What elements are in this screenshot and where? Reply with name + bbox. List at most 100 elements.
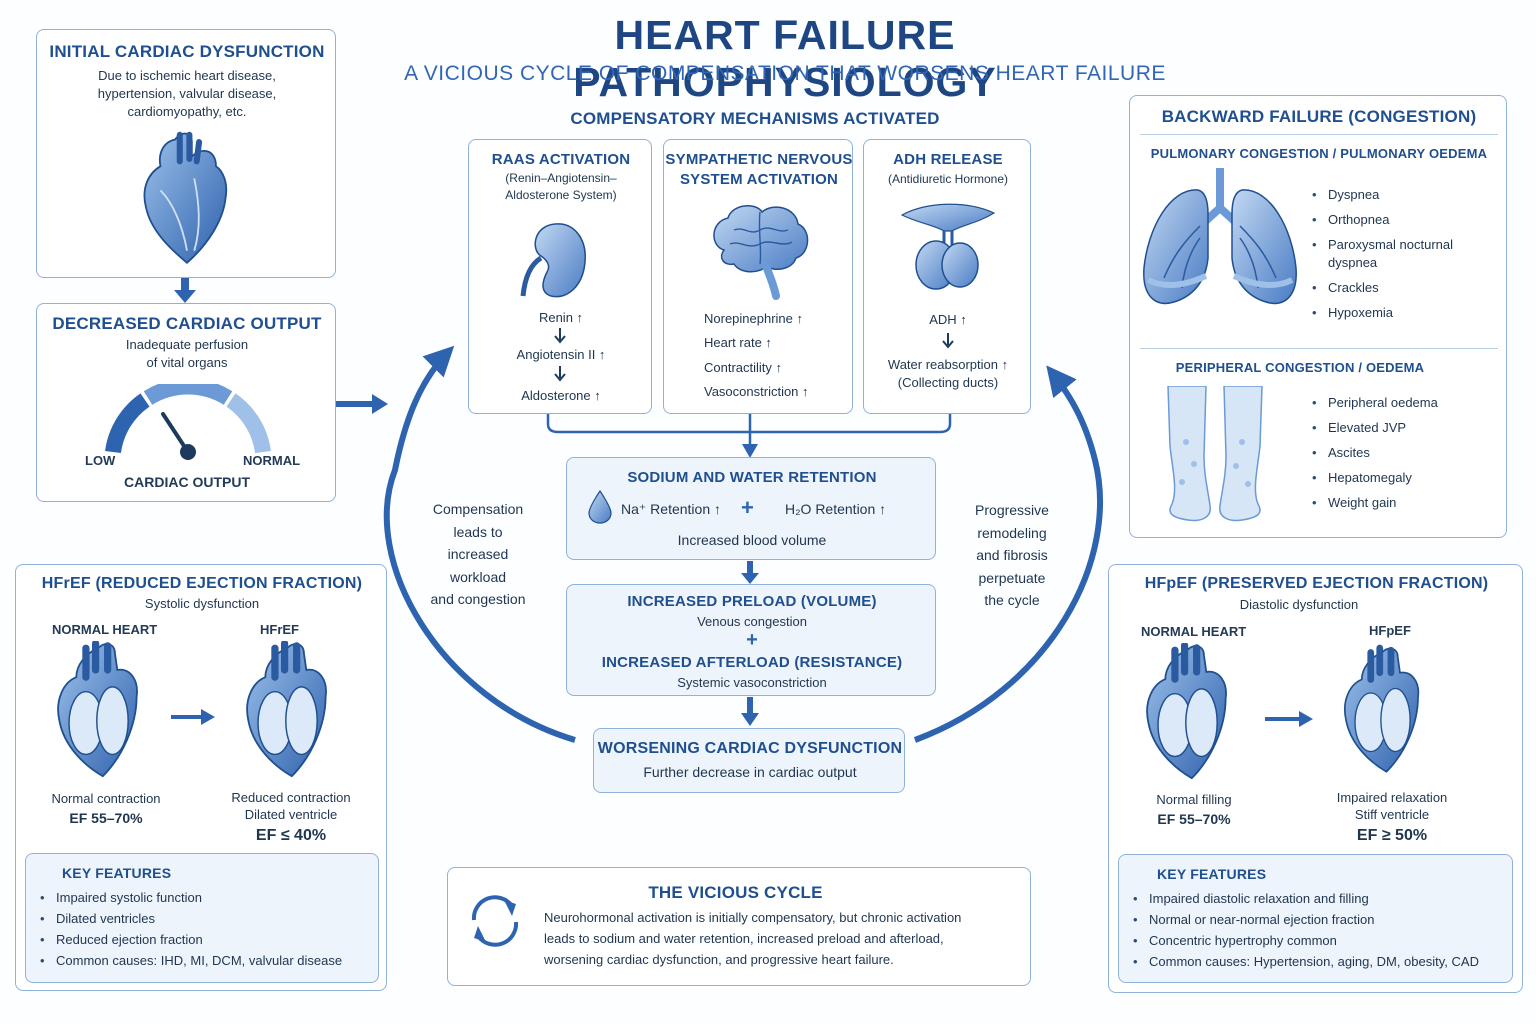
right-note-line-2: remodeling <box>977 524 1047 541</box>
hfref-key-features: KEY FEATURES Impaired systolic function … <box>25 853 379 983</box>
arrow-down-icon <box>174 278 196 303</box>
raas-sub-2: Aldosterone System) <box>505 188 617 202</box>
arrow-right-icon <box>171 709 215 725</box>
right-note-line-4: perpetuate <box>978 569 1046 586</box>
sodium-na: Na⁺ Retention ↑ <box>621 501 721 517</box>
arrow-down-icon <box>741 561 759 584</box>
hfref-kf-item: Impaired systolic function <box>38 887 378 908</box>
pulmonary-item: Orthopnea <box>1310 211 1490 229</box>
hfpef-abn-desc-2: Stiff ventricle <box>1354 807 1430 822</box>
sns-item-norepinephrine: Norepinephrine ↑ <box>704 311 804 326</box>
raas-step-aldosterone: Aldosterone ↑ <box>521 388 601 403</box>
backward-title: BACKWARD FAILURE (CONGESTION) <box>1161 107 1477 126</box>
vicious-cycle-box: THE VICIOUS CYCLE Neurohormonal activati… <box>447 867 1031 986</box>
decreased-line-1: Inadequate perfusion <box>125 337 249 352</box>
worsening-sub: Further decrease in cardiac output <box>643 764 857 780</box>
raas-title: RAAS ACTIVATION <box>491 151 631 168</box>
hfref-box: HFrEF (REDUCED EJECTION FRACTION) Systol… <box>15 564 387 991</box>
preload-title: INCREASED PRELOAD (VOLUME) <box>627 593 877 610</box>
hfref-normal-ef: EF 55–70% <box>69 810 143 826</box>
converge-bracket <box>546 414 952 458</box>
water-drop-icon <box>588 489 612 524</box>
vicious-line-1: Neurohormonal activation is initially co… <box>544 910 962 925</box>
right-note: Progressive remodeling and fibrosis perp… <box>952 499 1072 612</box>
initial-line-1: Due to ischemic heart disease, <box>98 68 276 83</box>
initial-line-3: cardiomyopathy, etc. <box>127 104 247 119</box>
adh-title: ADH RELEASE <box>893 151 1003 168</box>
hfpef-abn-desc-1: Impaired relaxation <box>1336 790 1448 805</box>
hfref-kf-item: Reduced ejection fraction <box>38 929 378 950</box>
pituitary-icon <box>900 203 996 290</box>
hfpef-kf-item: Impaired diastolic relaxation and fillin… <box>1131 888 1511 909</box>
hfpef-sub: Diastolic dysfunction <box>1239 597 1359 612</box>
backward-failure-box: BACKWARD FAILURE (CONGESTION) PULMONARY … <box>1129 95 1507 538</box>
peripheral-item: Peripheral oedema <box>1310 394 1500 412</box>
initial-dysfunction-title: INITIAL CARDIAC DYSFUNCTION <box>49 42 325 61</box>
peripheral-item: Elevated JVP <box>1310 419 1500 437</box>
brain-icon <box>713 205 809 300</box>
raas-step-angiotensin: Angiotensin II ↑ <box>516 347 606 362</box>
pulmonary-item: Paroxysmal nocturnal dyspnea <box>1310 236 1490 272</box>
preload-plus: + <box>746 629 758 651</box>
peripheral-item: Weight gain <box>1310 494 1500 512</box>
sns-box: SYMPATHETIC NERVOUS SYSTEM ACTIVATION No… <box>663 139 853 414</box>
hfref-abn-label: HFrEF <box>260 622 299 637</box>
peripheral-item: Ascites <box>1310 444 1500 462</box>
gauge-low-label: LOW <box>85 453 116 468</box>
left-note-line-2: leads to <box>453 523 503 540</box>
pulmonary-item: Dyspnea <box>1310 186 1490 204</box>
arrow-down-icon <box>741 697 759 726</box>
raas-step-renin: Renin ↑ <box>538 310 584 325</box>
hfpef-abn-ef: EF ≥ 50% <box>1356 827 1428 844</box>
raas-arrow-2-icon <box>554 366 566 382</box>
hfref-kf-title: KEY FEATURES <box>62 865 172 881</box>
divider <box>1140 134 1498 135</box>
hfpef-abn-label: HFpEF <box>1369 623 1411 638</box>
hfref-normal-desc: Normal contraction <box>51 791 161 806</box>
gauge-caption: CARDIAC OUTPUT <box>124 474 250 490</box>
hfref-title: HFrEF (REDUCED EJECTION FRACTION) <box>41 575 363 592</box>
right-note-line-5: the cycle <box>984 592 1040 608</box>
worsening-title: WORSENING CARDIAC DYSFUNCTION <box>597 740 903 757</box>
legs-icon <box>1167 386 1263 522</box>
decreased-output-title: DECREASED CARDIAC OUTPUT <box>52 314 322 333</box>
gauge-icon <box>105 384 271 460</box>
vicious-title: THE VICIOUS CYCLE <box>648 883 823 902</box>
preload-sub: Venous congestion <box>697 614 807 629</box>
sns-item-heart-rate: Heart rate ↑ <box>704 335 772 350</box>
hfref-kf-item: Dilated ventricles <box>38 908 378 929</box>
afterload-title: INCREASED AFTERLOAD (RESISTANCE) <box>601 654 903 671</box>
right-note-line-1: Progressive <box>975 502 1049 518</box>
lungs-icon <box>1143 168 1297 305</box>
adh-arrow-icon <box>942 333 954 349</box>
left-note-line-5: and congestion <box>430 591 526 607</box>
left-note-line-4: workload <box>449 568 507 585</box>
sodium-title: SODIUM AND WATER RETENTION <box>627 469 877 486</box>
hfpef-key-features: KEY FEATURES Impaired diastolic relaxati… <box>1118 854 1513 983</box>
arrow-right-icon <box>1265 711 1313 727</box>
hfpef-box: HFpEF (PRESERVED EJECTION FRACTION) Dias… <box>1108 564 1523 993</box>
adh-item-adh: ADH ↑ <box>929 312 967 327</box>
initial-line-2: hypertension, valvular disease, <box>97 86 277 101</box>
hfref-abn-desc-2: Dilated ventricle <box>244 807 338 822</box>
sns-item-vasoconstriction: Vasoconstriction ↑ <box>704 384 809 399</box>
sns-title-2: SYSTEM ACTIVATION <box>679 171 839 188</box>
initial-dysfunction-box: INITIAL CARDIAC DYSFUNCTION Due to ische… <box>36 29 336 278</box>
page-subtitle: A VICIOUS CYCLE OF COMPENSATION THAT WOR… <box>404 62 1166 85</box>
arrow-right-icon <box>336 394 388 414</box>
hfpef-normal-label: NORMAL HEART <box>1141 624 1247 639</box>
pulmonary-list: Dyspnea Orthopnea Paroxysmal nocturnal d… <box>1310 186 1490 322</box>
gauge-normal-label: NORMAL <box>243 453 301 468</box>
pulmonary-item: Hypoxemia <box>1310 304 1490 322</box>
divider <box>1140 348 1498 349</box>
hfref-kf-item: Common causes: IHD, MI, DCM, valvular di… <box>38 950 378 971</box>
hfref-kf-list: Impaired systolic function Dilated ventr… <box>38 887 378 971</box>
hfpef-kf-item: Common causes: Hypertension, aging, DM, … <box>1131 951 1511 972</box>
adh-box: ADH RELEASE (Antidiuretic Hormone) ADH ↑… <box>863 139 1031 414</box>
normal-heart-icon <box>48 641 148 781</box>
sns-title-1: SYMPATHETIC NERVOUS <box>665 151 853 168</box>
hfpef-kf-item: Normal or near-normal ejection fraction <box>1131 909 1511 930</box>
pulmonary-title: PULMONARY CONGESTION / PULMONARY OEDEMA <box>1150 146 1488 161</box>
adh-item-water-1: Water reabsorption ↑ <box>887 357 1009 372</box>
